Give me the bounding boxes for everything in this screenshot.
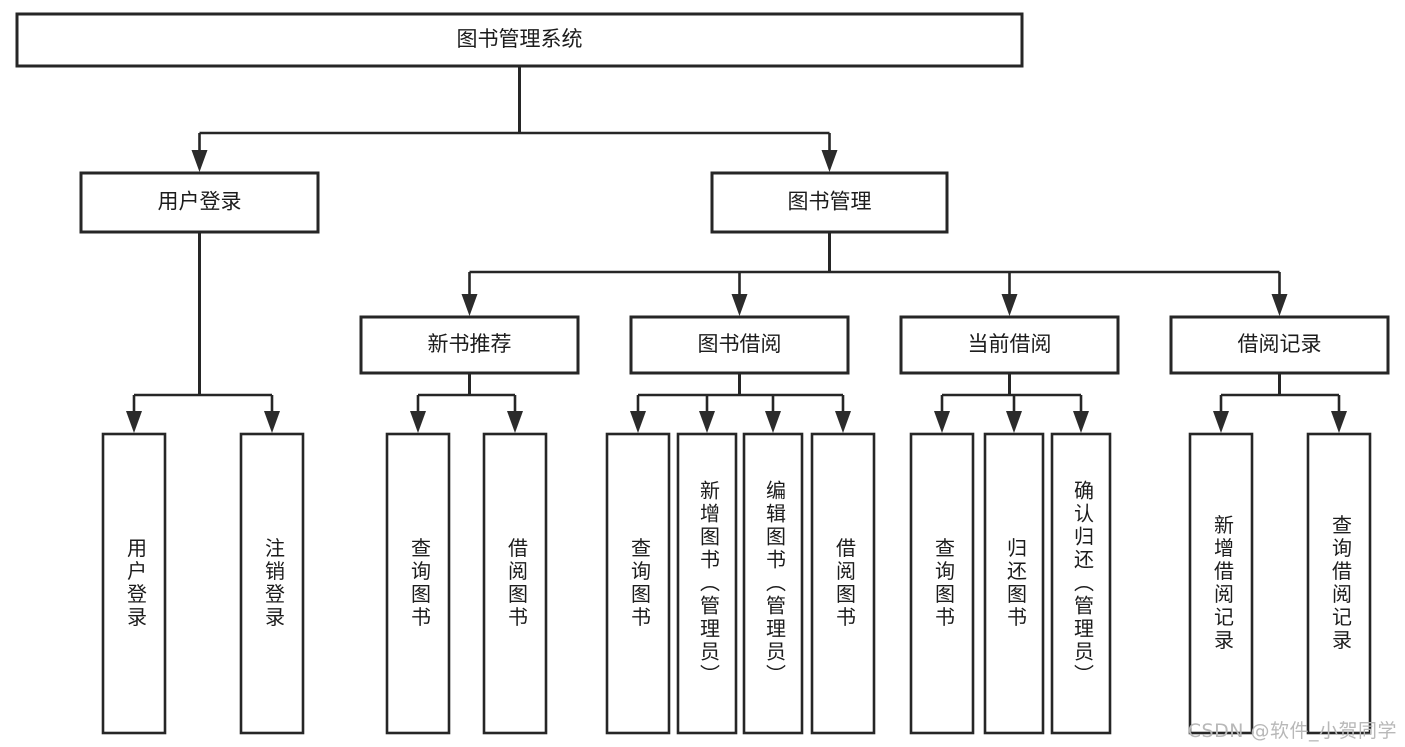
node-leaf-rec-add[interactable]: 新增借阅记录 xyxy=(1188,432,1254,735)
node-box xyxy=(629,315,850,375)
node-box xyxy=(1188,432,1254,735)
node-label: 新增图书（管理员） xyxy=(697,480,721,687)
node-label: 用户登录 xyxy=(158,190,242,214)
node-box xyxy=(359,315,580,375)
node-box xyxy=(1306,432,1372,735)
node-box xyxy=(1050,432,1112,735)
node-label: 查询图书 xyxy=(408,537,432,629)
node-leaf-cb-confirm[interactable]: 确认归还（管理员） xyxy=(1050,432,1112,735)
node-label: 图书管理 xyxy=(788,190,872,214)
node-l2-book-manage[interactable]: 图书管理 xyxy=(710,171,949,234)
node-label: 编辑图书（管理员） xyxy=(763,480,787,687)
node-box xyxy=(1169,315,1390,375)
node-box xyxy=(101,432,167,735)
node-label: 查询图书 xyxy=(628,537,652,629)
node-label: 注销登录 xyxy=(262,537,286,629)
node-leaf-bb-query[interactable]: 查询图书 xyxy=(605,432,671,735)
node-label: 归还图书 xyxy=(1004,537,1028,629)
node-box xyxy=(676,432,738,735)
node-leaf-nb-query[interactable]: 查询图书 xyxy=(385,432,451,735)
node-l3-record[interactable]: 借阅记录 xyxy=(1169,315,1390,375)
node-box xyxy=(742,432,804,735)
node-box xyxy=(710,171,949,234)
node-leaf-user-logout[interactable]: 注销登录 xyxy=(239,432,305,735)
node-label: 确认归还（管理员） xyxy=(1071,480,1095,687)
node-label: 借阅图书 xyxy=(833,537,857,629)
node-l3-new-book[interactable]: 新书推荐 xyxy=(359,315,580,375)
node-label: 借阅记录 xyxy=(1238,332,1322,356)
node-leaf-cb-query[interactable]: 查询图书 xyxy=(909,432,975,735)
node-box xyxy=(810,432,876,735)
node-l2-user-login[interactable]: 用户登录 xyxy=(79,171,320,234)
node-box xyxy=(482,432,548,735)
edge-layer xyxy=(126,66,1347,433)
node-label: 新增借阅记录 xyxy=(1211,514,1235,652)
node-box xyxy=(899,315,1120,375)
node-leaf-rec-query[interactable]: 查询借阅记录 xyxy=(1306,432,1372,735)
node-leaf-bb-borrow[interactable]: 借阅图书 xyxy=(810,432,876,735)
node-box xyxy=(79,171,320,234)
node-label: 借阅图书 xyxy=(505,537,529,629)
node-layer: 图书管理系统用户登录图书管理新书推荐图书借阅当前借阅借阅记录用户登录注销登录查询… xyxy=(15,12,1390,735)
node-leaf-bb-add[interactable]: 新增图书（管理员） xyxy=(676,432,738,735)
node-label: 图书借阅 xyxy=(698,332,782,356)
node-label: 新书推荐 xyxy=(428,332,512,356)
node-leaf-nb-borrow[interactable]: 借阅图书 xyxy=(482,432,548,735)
node-box xyxy=(605,432,671,735)
node-label: 查询图书 xyxy=(932,537,956,629)
node-l3-borrow[interactable]: 图书借阅 xyxy=(629,315,850,375)
node-label: 查询借阅记录 xyxy=(1329,514,1353,652)
node-label: 用户登录 xyxy=(124,538,148,630)
node-root[interactable]: 图书管理系统 xyxy=(15,12,1024,68)
node-box xyxy=(385,432,451,735)
node-label: 图书管理系统 xyxy=(457,27,583,51)
node-leaf-user-login[interactable]: 用户登录 xyxy=(101,432,167,735)
node-box xyxy=(909,432,975,735)
node-l3-current[interactable]: 当前借阅 xyxy=(899,315,1120,375)
node-box xyxy=(983,432,1045,735)
node-box xyxy=(15,12,1024,68)
node-box xyxy=(239,432,305,735)
node-label: 当前借阅 xyxy=(968,332,1052,356)
node-leaf-cb-return[interactable]: 归还图书 xyxy=(983,432,1045,735)
node-leaf-bb-edit[interactable]: 编辑图书（管理员） xyxy=(742,432,804,735)
